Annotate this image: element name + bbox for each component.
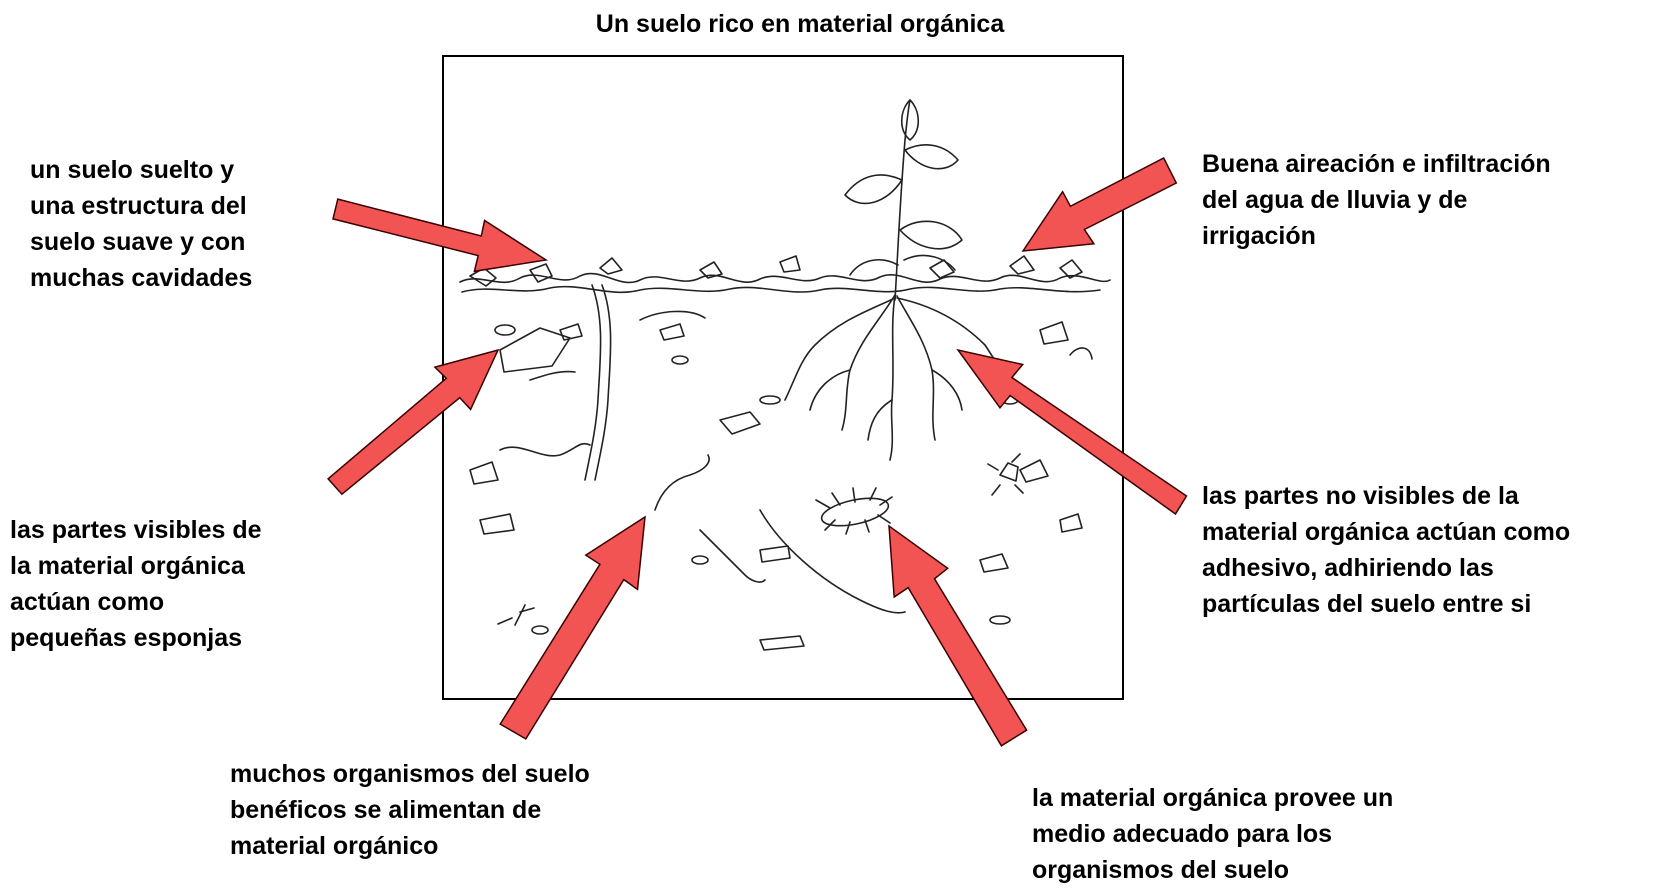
- arrow-top-left: [332, 198, 549, 273]
- soil-insects: [497, 347, 1093, 626]
- label-visible-organic-matter: las partes visibles de la material orgán…: [10, 516, 262, 652]
- earthworms: [499, 310, 906, 614]
- label-beneficial-organisms: muchos organismos del suelo benéficos se…: [230, 760, 590, 860]
- arrow-middle-left: [327, 348, 500, 496]
- worm-tunnel: [584, 284, 602, 481]
- arrow-middle-right: [956, 348, 1188, 516]
- arrow-bottom-right: [888, 524, 1028, 747]
- label-invisible-organic-matter: las partes no visibles de la material or…: [1202, 482, 1571, 618]
- soil-illustration: [459, 99, 1111, 651]
- label-loose-soil: un suelo suelto y una estructura del sue…: [30, 156, 253, 292]
- soil-particles: [469, 321, 1088, 651]
- plant: [844, 99, 963, 301]
- illustration-frame: [442, 55, 1124, 700]
- annotation-arrows: [327, 156, 1188, 747]
- label-aeration-infiltration: Buena aireación e infiltración del agua …: [1202, 150, 1551, 250]
- arrow-bottom-left: [499, 515, 646, 740]
- arrow-top-right: [1021, 156, 1178, 252]
- label-adequate-medium: la material orgánica provee un medio ade…: [1032, 784, 1394, 884]
- diagram-title: Un suelo rico en material orgánica: [595, 10, 1005, 38]
